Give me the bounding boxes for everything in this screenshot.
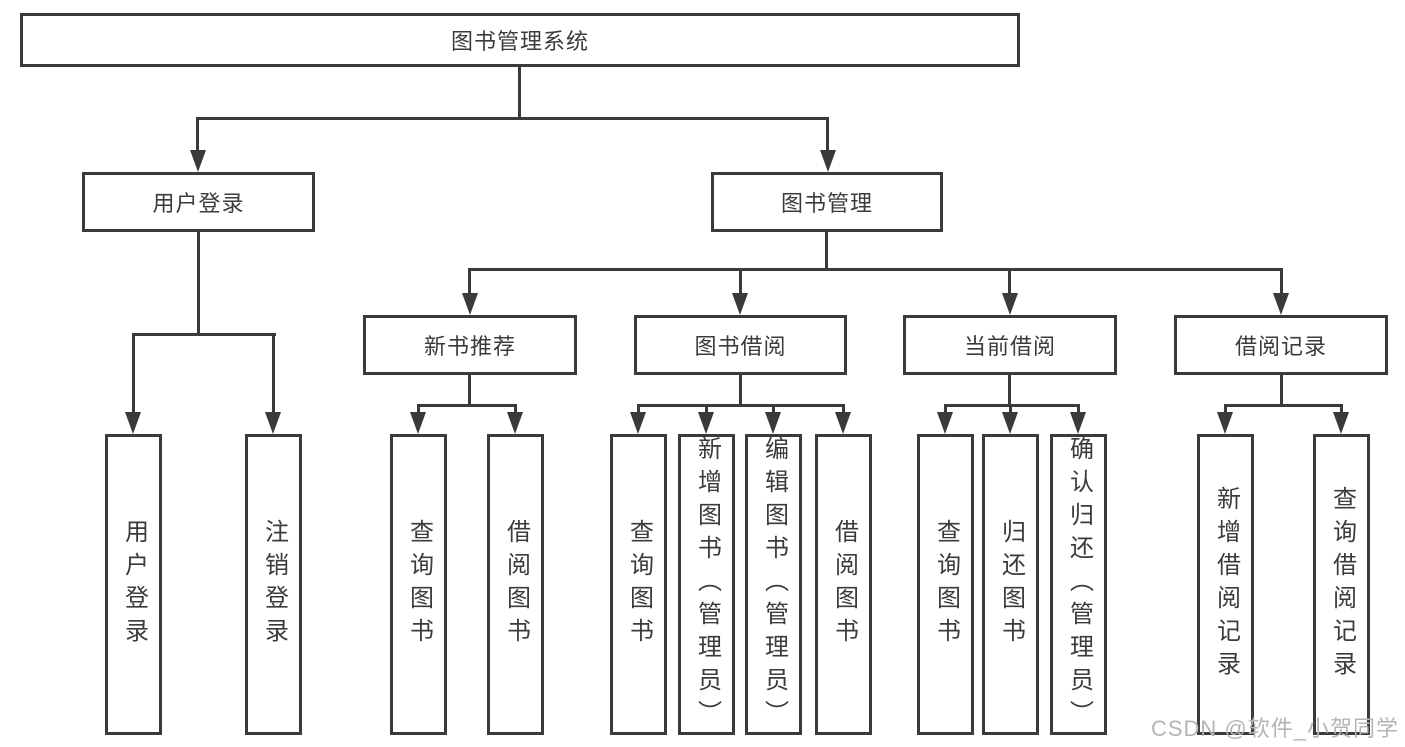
- node-book-borrow: 图书借阅: [634, 315, 847, 375]
- connector-records-stem: [1280, 373, 1283, 407]
- connector-bookborrow-stem: [739, 373, 742, 407]
- node-borrow-records: 借阅记录: [1174, 315, 1388, 375]
- node-label: 新增图书（管理员）: [693, 436, 721, 733]
- leaf-return-books: 归还图书: [982, 434, 1039, 735]
- leaf-add-books-admin: 新增图书（管理员）: [678, 434, 735, 735]
- node-label: 新书推荐: [423, 334, 516, 359]
- node-label: 新增借阅记录: [1212, 485, 1240, 684]
- node-label: 图书管理系统: [450, 29, 589, 54]
- connector-drop-e1: [1224, 404, 1227, 416]
- connector-userlogin-hline: [132, 333, 276, 336]
- arrowhead-c3: [765, 412, 781, 434]
- connector-userlogin-stem: [197, 230, 200, 335]
- arrowhead-newbook: [462, 293, 478, 315]
- arrowhead-currentborrow: [1002, 293, 1018, 315]
- node-root-library-system: 图书管理系统: [20, 13, 1020, 67]
- connector-drop-bookborrow: [739, 268, 742, 294]
- node-user-login: 用户登录: [82, 172, 315, 232]
- arrowhead-book-mgmt: [820, 150, 836, 172]
- leaf-query-borrow-record: 查询借阅记录: [1313, 434, 1370, 735]
- connector-bookmgmt-stem: [825, 230, 828, 270]
- leaf-user-login: 用户登录: [105, 434, 162, 735]
- connector-drop-login: [132, 333, 135, 417]
- connector-drop-c4: [842, 404, 845, 416]
- csdn-watermark: CSDN @软件_小贺同学: [1150, 716, 1399, 741]
- arrowhead-d3: [1070, 412, 1086, 434]
- connector-level2-hline: [469, 268, 1283, 271]
- connector-newbook-hline: [417, 404, 517, 407]
- leaf-query-books-1: 查询图书: [390, 434, 447, 735]
- node-label: 图书借阅: [694, 334, 787, 359]
- node-label: 注销登录: [260, 518, 288, 651]
- node-current-borrow: 当前借阅: [903, 315, 1117, 375]
- connector-drop-user-login: [196, 117, 199, 155]
- connector-drop-records: [1280, 268, 1283, 294]
- node-label: 借阅图书: [502, 518, 530, 651]
- connector-drop-d2: [1009, 404, 1012, 416]
- node-label: 查询图书: [405, 518, 433, 651]
- connector-drop-c1: [637, 404, 640, 416]
- connector-newbook-stem: [468, 373, 471, 407]
- node-label: 编辑图书（管理员）: [760, 436, 788, 733]
- arrowhead-login: [125, 412, 141, 434]
- connector-drop-c3: [772, 404, 775, 416]
- node-label: 当前借阅: [963, 334, 1056, 359]
- arrowhead-c4: [835, 412, 851, 434]
- leaf-edit-books-admin: 编辑图书（管理员）: [745, 434, 802, 735]
- node-label: 图书管理: [780, 191, 873, 216]
- node-book-management: 图书管理: [711, 172, 943, 232]
- connector-drop-newbook: [468, 268, 471, 294]
- arrowhead-c2: [698, 412, 714, 434]
- connector-drop-b1: [417, 404, 420, 416]
- arrowhead-d1: [937, 412, 953, 434]
- connector-currentborrow-stem: [1008, 373, 1011, 407]
- connector-bookborrow-hline: [637, 404, 845, 407]
- connector-drop-currentborrow: [1008, 268, 1011, 294]
- arrowhead-e1: [1217, 412, 1233, 434]
- arrowhead-b1: [410, 412, 426, 434]
- node-label: 借阅记录: [1234, 334, 1327, 359]
- connector-drop-d3: [1077, 404, 1080, 416]
- leaf-query-books-2: 查询图书: [610, 434, 667, 735]
- arrowhead-records: [1273, 293, 1289, 315]
- connector-drop-d1: [944, 404, 947, 416]
- connector-records-hline: [1224, 404, 1343, 407]
- node-label: 查询借阅记录: [1328, 485, 1356, 684]
- leaf-add-borrow-record: 新增借阅记录: [1197, 434, 1254, 735]
- arrowhead-logout: [265, 412, 281, 434]
- node-label: 用户登录: [152, 191, 245, 216]
- leaf-confirm-return-admin: 确认归还（管理员）: [1050, 434, 1107, 735]
- node-label: 用户登录: [120, 518, 148, 651]
- leaf-logout: 注销登录: [245, 434, 302, 735]
- leaf-query-books-3: 查询图书: [917, 434, 974, 735]
- connector-drop-book-mgmt: [826, 117, 829, 155]
- connector-drop-e2: [1340, 404, 1343, 416]
- connector-drop-b2: [514, 404, 517, 416]
- connector-root-stem: [518, 65, 521, 120]
- node-label: 借阅图书: [830, 518, 858, 651]
- node-label: 查询图书: [932, 518, 960, 651]
- node-new-book-recommend: 新书推荐: [363, 315, 577, 375]
- arrowhead-c1: [630, 412, 646, 434]
- connector-drop-c2: [705, 404, 708, 416]
- node-label: 查询图书: [625, 518, 653, 651]
- arrowhead-d2: [1002, 412, 1018, 434]
- arrowhead-user-login: [190, 150, 206, 172]
- connector-drop-logout: [272, 333, 275, 417]
- arrowhead-b2: [507, 412, 523, 434]
- leaf-borrow-books-2: 借阅图书: [815, 434, 872, 735]
- connector-level1-hline: [196, 117, 829, 120]
- leaf-borrow-books-1: 借阅图书: [487, 434, 544, 735]
- node-label: 确认归还（管理员）: [1065, 436, 1093, 733]
- connector-currentborrow-hline: [944, 404, 1080, 407]
- arrowhead-bookborrow: [732, 293, 748, 315]
- arrowhead-e2: [1333, 412, 1349, 434]
- node-label: 归还图书: [997, 518, 1025, 651]
